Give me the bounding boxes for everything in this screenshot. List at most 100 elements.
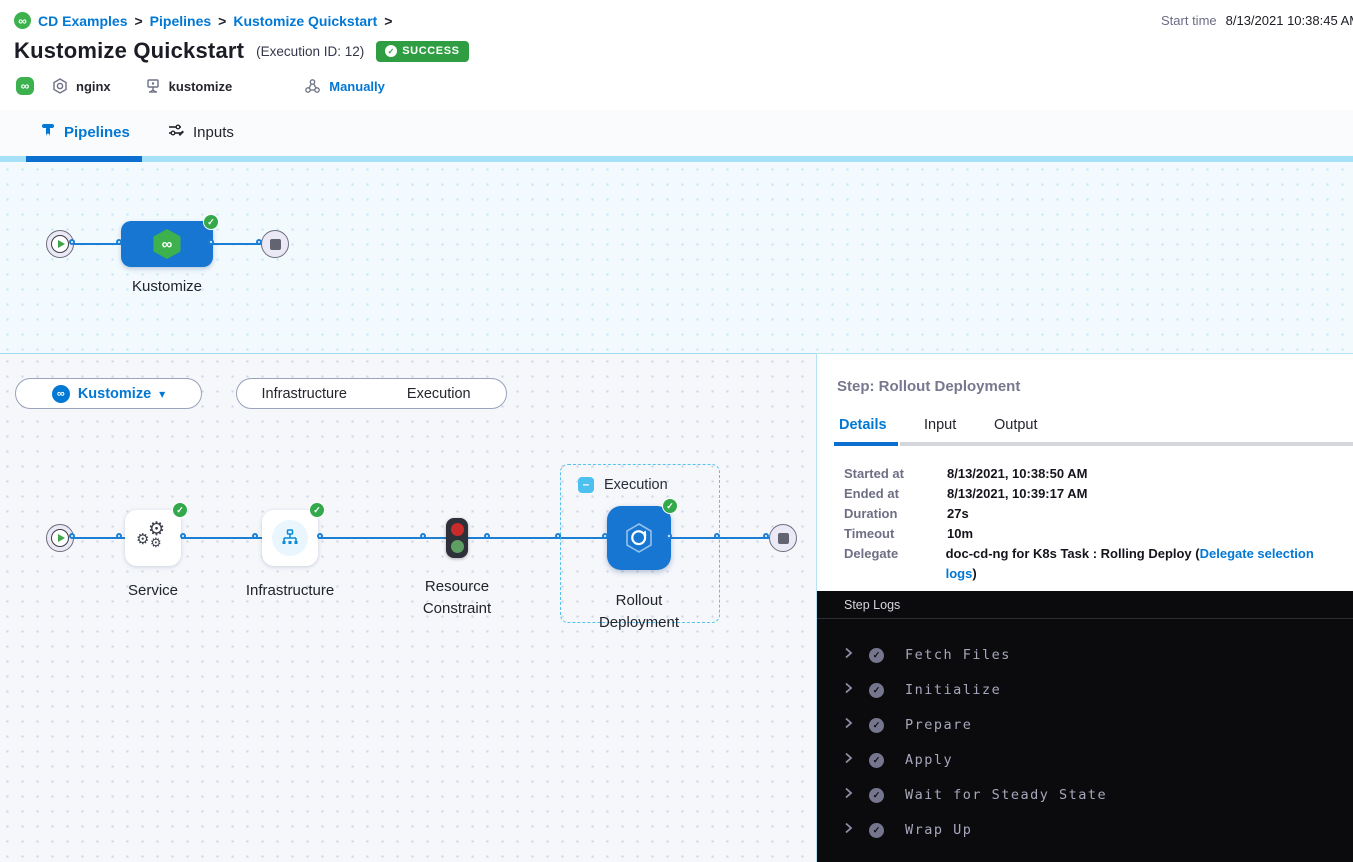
check-circle-icon: ✓: [869, 822, 884, 838]
check-circle-icon: ✓: [869, 787, 884, 803]
check-circle-icon: ✓: [869, 717, 884, 733]
trigger-manual-icon: [304, 78, 321, 94]
log-section-label: Wait for Steady State: [905, 787, 1108, 803]
log-section-label: Initialize: [905, 682, 1002, 698]
connector-dot: [602, 533, 608, 539]
tab-input[interactable]: Input: [924, 417, 957, 433]
chevron-right-icon[interactable]: [844, 716, 853, 734]
tab-pipelines[interactable]: Pipelines: [40, 122, 130, 142]
delegate-value-prefix: doc-cd-ng for K8s Task : Rolling Deploy …: [945, 546, 1200, 561]
lower-split: ∞ Kustomize ▾ Infrastructure Execution –…: [0, 353, 1353, 862]
log-section-label: Prepare: [905, 717, 973, 733]
pipeline-end-node: [261, 230, 289, 258]
delegate-selection-logs-link[interactable]: Delegate selection logs: [945, 546, 1314, 581]
chevron-right-icon[interactable]: [844, 821, 853, 839]
chevron-right-icon[interactable]: [844, 646, 853, 664]
tab-inputs-label: Inputs: [193, 123, 234, 141]
tab-details[interactable]: Details: [839, 417, 887, 433]
status-badge: ✓ SUCCESS: [376, 40, 469, 62]
breadcrumb-cd-examples[interactable]: CD Examples: [38, 12, 128, 29]
connector-dot: [208, 239, 214, 245]
tab-inputs[interactable]: Inputs: [168, 122, 234, 142]
step-detail-panel: Step: Rollout Deployment Details Input O…: [816, 353, 1353, 862]
log-section-fetch-files[interactable]: ✓ Fetch Files: [817, 644, 1353, 666]
detail-value: 10m: [947, 526, 974, 541]
tab-output[interactable]: Output: [994, 417, 1038, 433]
log-section-initialize[interactable]: ✓ Initialize: [817, 679, 1353, 701]
play-icon: [51, 529, 69, 547]
log-section-label: Fetch Files: [905, 647, 1011, 663]
status-badge-label: SUCCESS: [402, 45, 460, 57]
log-section-label: Wrap Up: [905, 822, 973, 838]
view-toggle: Infrastructure Execution: [236, 378, 507, 409]
success-check-icon: ✓: [203, 214, 219, 230]
stage-label: Kustomize: [131, 278, 203, 295]
environment-icon: [145, 78, 161, 94]
success-check-icon: ✓: [172, 502, 188, 518]
stop-icon: [777, 532, 789, 544]
connector-dot: [116, 533, 122, 539]
chevron-right-icon[interactable]: [844, 786, 853, 804]
breadcrumb: ∞ CD Examples > Pipelines > Kustomize Qu…: [14, 12, 392, 29]
detail-label: Duration: [844, 506, 898, 521]
collapse-minus-icon[interactable]: –: [578, 477, 594, 493]
exec-end-node: [769, 524, 797, 552]
success-check-icon: ✓: [309, 502, 325, 518]
detail-value: 27s: [947, 506, 969, 521]
connector-dot: [180, 533, 186, 539]
connector-dot: [116, 239, 122, 245]
stage-node-kustomize[interactable]: ∞ ✓: [121, 214, 219, 267]
connector-dot: [555, 533, 561, 539]
connector-dot: [484, 533, 490, 539]
cd-hexagon-icon: ∞: [153, 229, 181, 259]
execution-id: (Execution ID: 12): [256, 43, 365, 59]
step-node-infrastructure[interactable]: ✓: [262, 502, 325, 566]
breadcrumb-kustomize-quickstart[interactable]: Kustomize Quickstart: [233, 12, 378, 29]
toggle-execution[interactable]: Execution: [406, 385, 471, 402]
trigger-manually-link[interactable]: Manually: [329, 78, 385, 94]
step-node-rollout-deployment[interactable]: ✓: [607, 498, 678, 570]
cd-circle-icon: ∞: [51, 384, 70, 403]
success-check-icon: ✓: [662, 498, 678, 514]
connector-dot: [256, 239, 262, 245]
check-circle-icon: ✓: [869, 752, 884, 768]
chevron-down-icon: ▾: [159, 386, 166, 401]
toggle-infrastructure[interactable]: Infrastructure: [261, 385, 347, 402]
detail-value: 8/13/2021, 10:38:50 AM: [947, 466, 1088, 481]
chevron-right-icon[interactable]: [844, 751, 853, 769]
check-circle-icon: ✓: [869, 647, 884, 663]
step-label-rollout-deployment: Rollout Deployment: [598, 592, 680, 631]
step-node-resource-constraint[interactable]: [446, 518, 468, 558]
detail-value: 8/13/2021, 10:39:17 AM: [947, 486, 1088, 501]
step-logs-header: Step Logs: [817, 591, 1353, 619]
connector-dot: [69, 533, 75, 539]
title-row: Kustomize Quickstart (Execution ID: 12) …: [14, 38, 469, 64]
start-time: Start time 8/13/2021 10:38:45 AM: [1161, 13, 1353, 28]
step-logs-panel: Step Logs ✓ Fetch Files ✓ Initialize: [817, 591, 1353, 862]
stage-selector-dropdown[interactable]: ∞ Kustomize ▾: [15, 378, 202, 409]
start-time-label: Start time: [1161, 13, 1217, 28]
detail-label: Timeout: [844, 526, 895, 541]
start-time-value: 8/13/2021 10:38:45 AM: [1225, 13, 1353, 28]
detail-row-delegate: Delegate doc-cd-ng for K8s Task : Rollin…: [844, 544, 1343, 584]
tab-strip: [0, 156, 1353, 162]
chevron-right-icon[interactable]: [844, 681, 853, 699]
step-details-table: Started at 8/13/2021, 10:38:50 AM Ended …: [844, 464, 1343, 584]
nav-tabbar: Pipelines Inputs: [0, 110, 1353, 162]
log-section-wait-for-steady-state[interactable]: ✓ Wait for Steady State: [817, 784, 1353, 806]
detail-row-timeout: Timeout 10m: [844, 524, 1343, 544]
breadcrumb-separator: >: [384, 12, 393, 29]
connector-dot: [714, 533, 720, 539]
breadcrumb-pipelines[interactable]: Pipelines: [149, 12, 212, 29]
log-section-apply[interactable]: ✓ Apply: [817, 749, 1353, 771]
connector-dot: [420, 533, 426, 539]
traffic-green-light: [450, 540, 464, 554]
log-section-wrap-up[interactable]: ✓ Wrap Up: [817, 819, 1353, 841]
stop-icon: [269, 238, 281, 250]
step-node-service[interactable]: ⚙⚙⚙ ✓: [125, 502, 188, 566]
header: ∞ CD Examples > Pipelines > Kustomize Qu…: [0, 0, 1353, 110]
log-section-prepare[interactable]: ✓ Prepare: [817, 714, 1353, 736]
check-circle-icon: ✓: [869, 682, 884, 698]
pipeline-stage-graph: ∞ ✓ Kustomize: [0, 162, 1353, 353]
